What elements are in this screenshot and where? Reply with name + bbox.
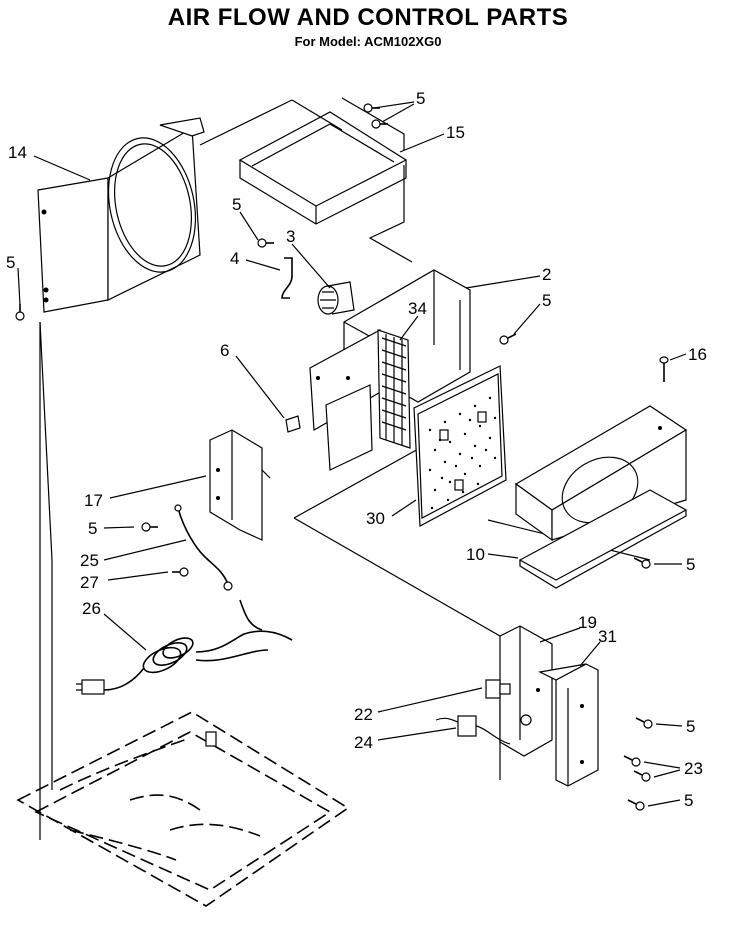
callout-14: 14 bbox=[8, 143, 27, 162]
part-17-bracket bbox=[209, 429, 271, 541]
callout-30: 30 bbox=[366, 509, 385, 528]
part-10-fan-orifice bbox=[514, 405, 688, 589]
screws bbox=[15, 103, 653, 811]
callout-2: 2 bbox=[542, 265, 551, 284]
diagram-title: AIR FLOW AND CONTROL PARTS bbox=[167, 4, 569, 31]
callout-5-mid-left: 5 bbox=[88, 519, 97, 538]
callout-15: 15 bbox=[446, 123, 465, 142]
part-22-switch bbox=[485, 679, 511, 699]
leader-lines bbox=[17, 101, 687, 807]
callout-17: 17 bbox=[84, 491, 103, 510]
callout-19: 19 bbox=[578, 613, 597, 632]
part-14-fan-shroud bbox=[37, 117, 205, 313]
callout-5-right-mid: 5 bbox=[686, 555, 695, 574]
part-24-thermostat bbox=[435, 715, 511, 745]
part-30-filter-panel bbox=[413, 365, 507, 527]
callout-labels: 14 5 5 15 5 3 4 2 5 34 16 6 17 5 30 25 1… bbox=[6, 89, 707, 810]
part-15-top-tray bbox=[238, 97, 408, 225]
callout-31: 31 bbox=[598, 627, 617, 646]
callout-5-left: 5 bbox=[6, 253, 15, 272]
part-34-grille bbox=[377, 329, 411, 449]
model-subtitle: For Model: ACM102XG0 bbox=[294, 34, 442, 49]
base-pan bbox=[16, 711, 350, 907]
callout-16: 16 bbox=[688, 345, 707, 364]
callout-5-right-upper: 5 bbox=[542, 291, 551, 310]
part-6-clip bbox=[285, 415, 301, 433]
callout-26: 26 bbox=[82, 599, 101, 618]
part-25-wire-harness bbox=[174, 504, 233, 591]
part-4-clip bbox=[281, 257, 293, 299]
callout-25: 25 bbox=[80, 551, 99, 570]
callout-5-upper-mid: 5 bbox=[232, 195, 241, 214]
callout-23: 23 bbox=[684, 759, 703, 778]
part-31-control-cover bbox=[538, 663, 599, 787]
part-26-power-cord bbox=[76, 599, 293, 695]
part-2-control-housing bbox=[309, 269, 471, 471]
callout-34: 34 bbox=[408, 299, 427, 318]
callout-5-top: 5 bbox=[416, 89, 425, 108]
callout-4: 4 bbox=[230, 249, 239, 268]
callout-10: 10 bbox=[466, 545, 485, 564]
callout-27: 27 bbox=[80, 573, 99, 592]
callout-5-bottom: 5 bbox=[684, 791, 693, 810]
part-19-control-bracket bbox=[499, 625, 553, 757]
callout-3: 3 bbox=[286, 227, 295, 246]
callout-5-right-lower: 5 bbox=[686, 717, 695, 736]
callout-24: 24 bbox=[354, 733, 373, 752]
callout-6: 6 bbox=[220, 341, 229, 360]
part-3-knob bbox=[317, 281, 355, 315]
part-16-screw bbox=[659, 356, 669, 382]
callout-22: 22 bbox=[354, 705, 373, 724]
